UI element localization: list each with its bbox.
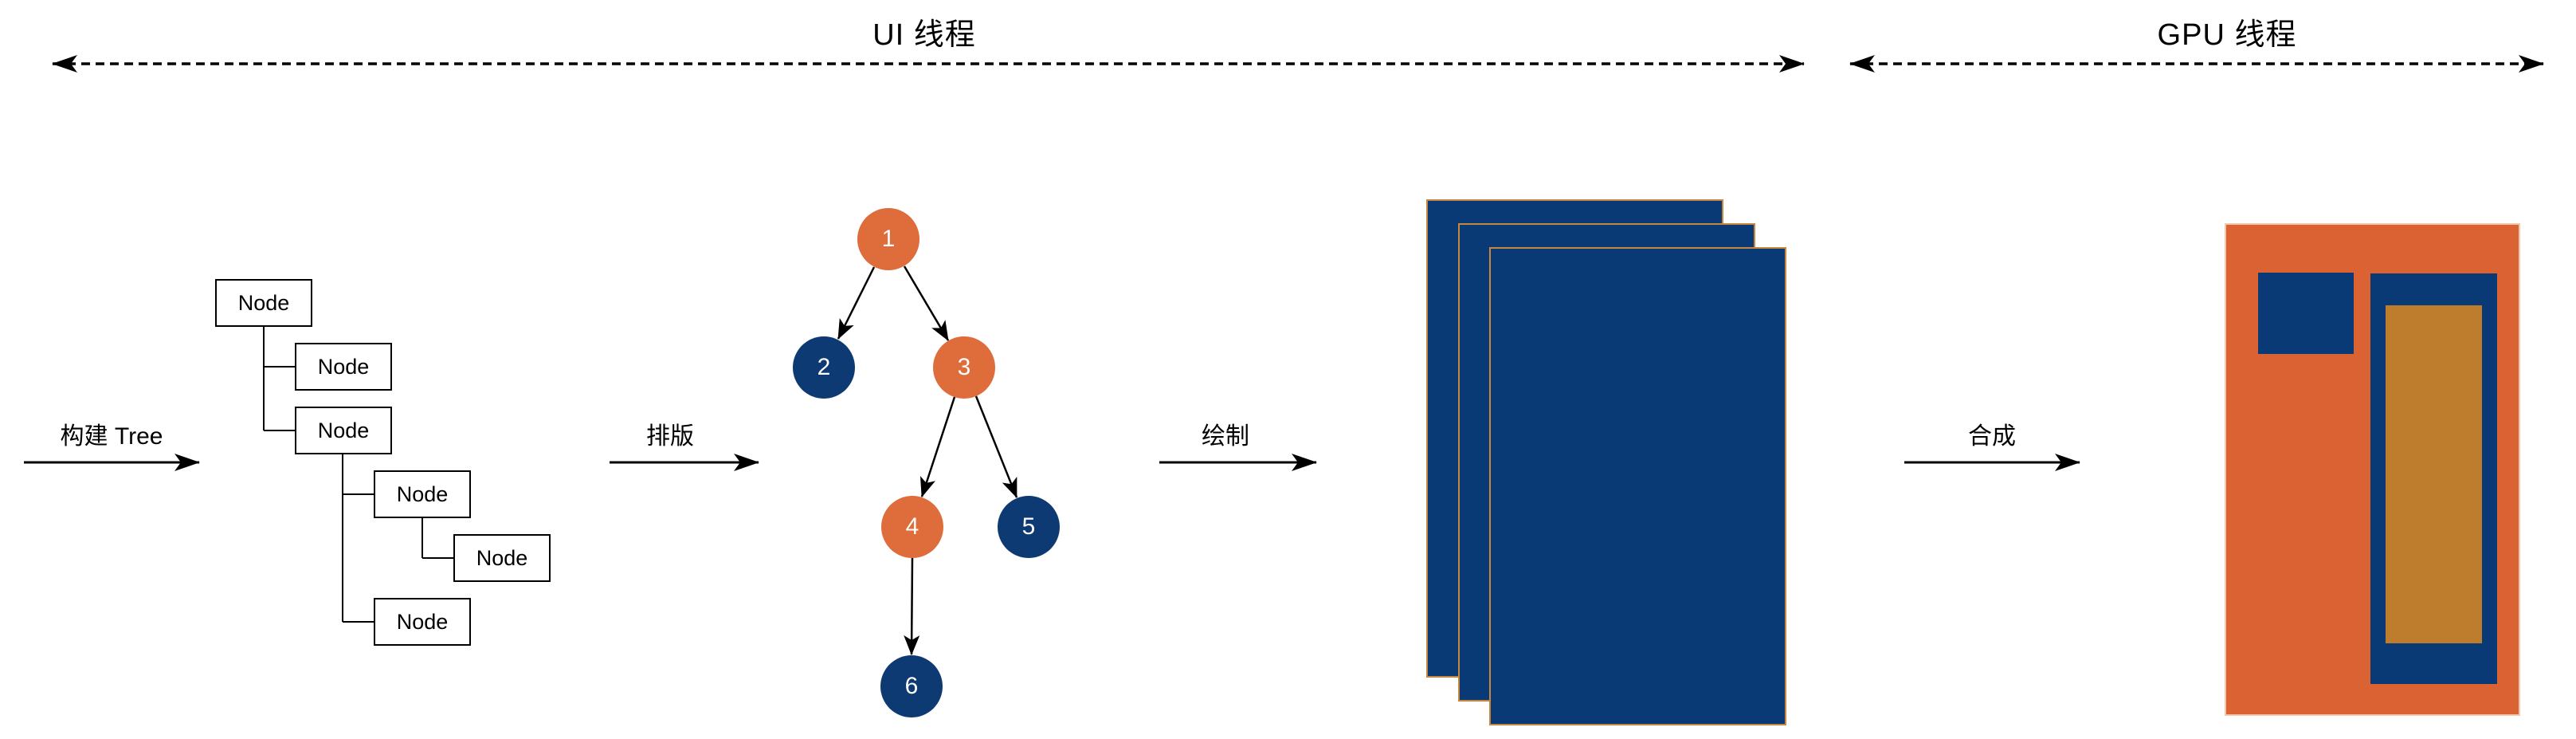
- build-tree-label: 构建 Tree: [60, 423, 163, 450]
- node-box-child-1: Node: [295, 343, 392, 391]
- node-box-child-2: Node: [295, 407, 392, 454]
- gpu-thread-label: GPU 线程: [2157, 18, 2297, 52]
- node-label: Node: [476, 545, 528, 570]
- node-box-great-grandchild: Node: [453, 534, 551, 582]
- node-tree-connector-mid: [342, 454, 374, 623]
- composite-label: 合成: [1968, 423, 2016, 450]
- paint-label: 绘制: [1202, 423, 1249, 450]
- node-box-grandchild-2: Node: [374, 598, 471, 646]
- node-label: Node: [317, 354, 370, 379]
- layout-node-circle-3: 3: [933, 336, 995, 399]
- circle-label: 6: [904, 673, 919, 699]
- layout-node-circle-5: 5: [998, 496, 1060, 558]
- node-label: Node: [317, 418, 370, 442]
- node-tree-connector-root: [263, 327, 295, 431]
- layout-node-circle-4: 4: [881, 496, 943, 558]
- node-box-grandchild-1: Node: [374, 470, 471, 518]
- edge-3-4: [919, 396, 956, 497]
- composited-block-tall: [2370, 273, 2497, 684]
- edge-3-5: [974, 395, 1018, 498]
- ui-thread-label: UI 线程: [872, 18, 976, 52]
- composited-content-rect: [2386, 305, 2482, 643]
- composited-frame: [2225, 223, 2520, 716]
- node-label: Node: [396, 482, 449, 506]
- layout-node-circle-1: 1: [857, 208, 919, 270]
- node-label: Node: [396, 609, 449, 634]
- circle-label: 5: [1021, 513, 1036, 540]
- layout-label: 排版: [646, 423, 694, 450]
- composited-block-small: [2258, 273, 2354, 354]
- node-tree-connector-leaf: [421, 518, 453, 559]
- layout-node-circle-2: 2: [793, 336, 855, 399]
- circle-label: 4: [905, 513, 919, 540]
- node-label: Node: [237, 290, 290, 315]
- layout-node-circle-6: 6: [880, 655, 943, 717]
- node-box-root: Node: [215, 279, 312, 327]
- circle-label: 2: [817, 354, 831, 380]
- layer-front: [1489, 247, 1786, 725]
- circle-label: 1: [881, 226, 896, 252]
- edge-1-3: [903, 265, 950, 341]
- circle-label: 3: [957, 354, 971, 380]
- edge-1-2: [837, 266, 876, 340]
